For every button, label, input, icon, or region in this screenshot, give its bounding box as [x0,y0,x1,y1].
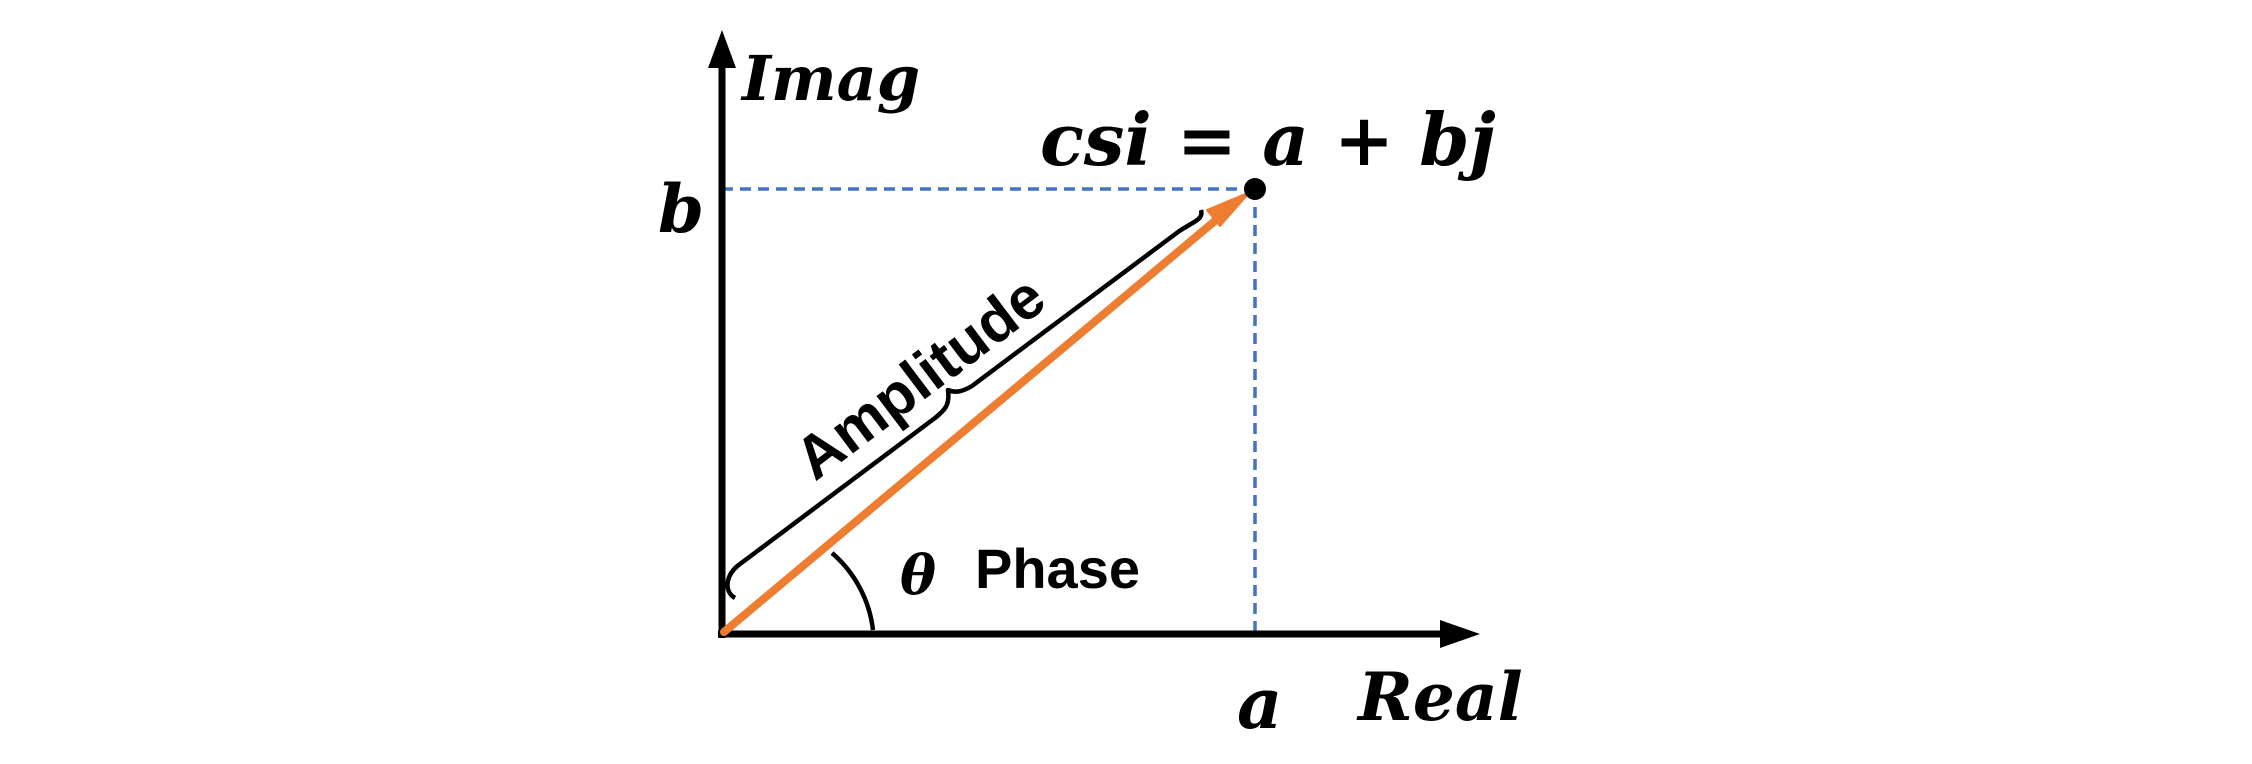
amplitude-vector [720,211,1226,636]
amplitude-brace [725,209,1204,600]
real-axis-arrowhead [1440,620,1480,648]
csi-equation: csi = a + bj [1040,97,1496,182]
amplitude-label: Amplitude [783,262,1058,492]
imag-axis-label: Imag [740,42,920,115]
b-tick-label: b [658,170,704,248]
theta-symbol: θ [900,543,936,607]
amplitude-vector-arrowhead [1206,191,1251,227]
csi-point [1244,178,1266,200]
a-tick-label: a [1237,662,1282,745]
phase-label: Phase [975,537,1140,600]
real-axis-label: Real [1356,658,1523,736]
imag-axis-arrowhead [708,30,736,68]
phase-arc [830,551,876,631]
